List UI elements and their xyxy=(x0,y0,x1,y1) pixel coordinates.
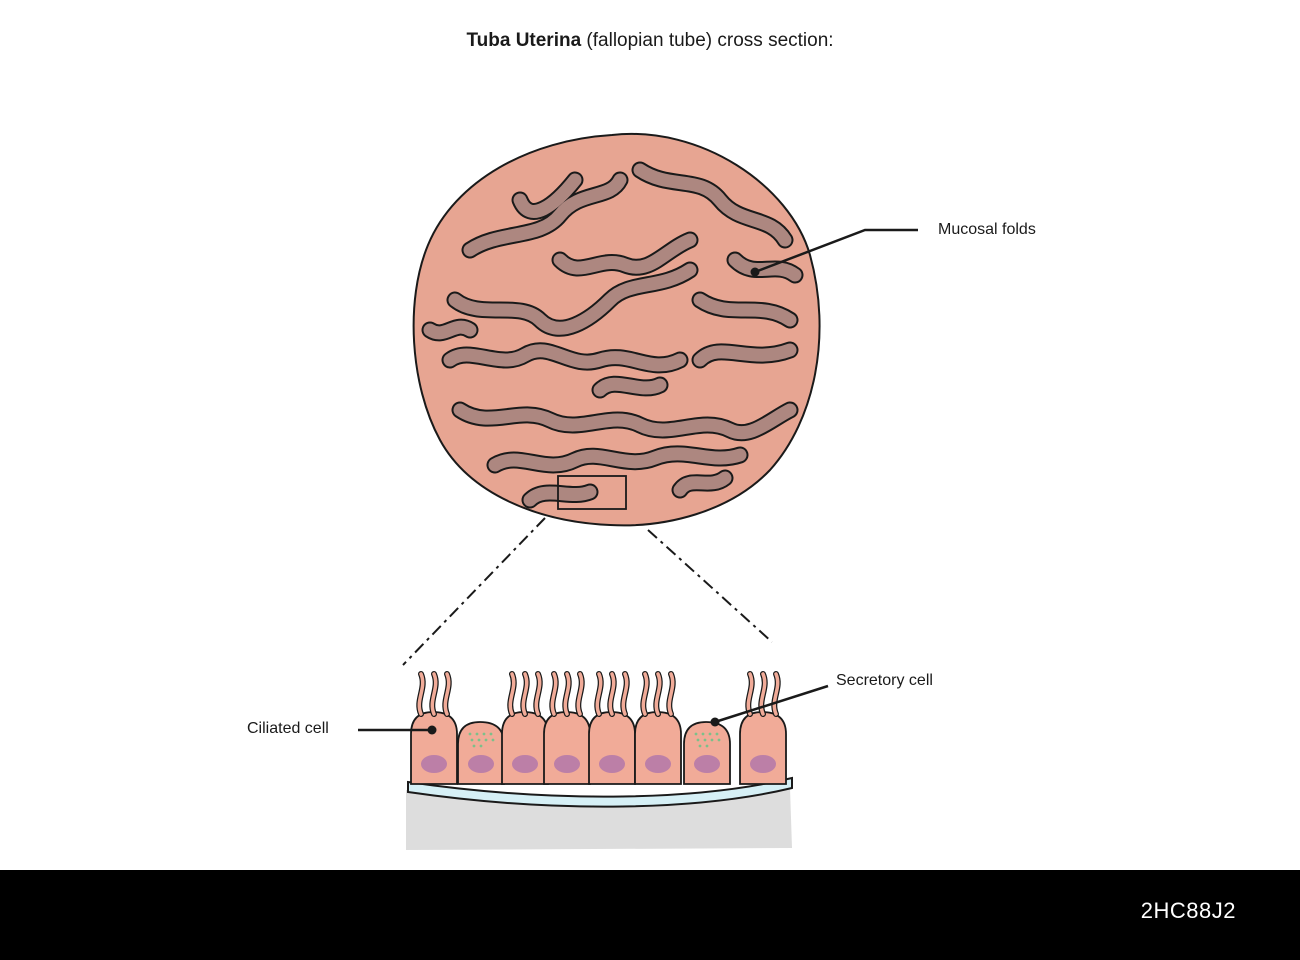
label-ciliated-cell: Ciliated cell xyxy=(247,720,329,737)
footer-image-id: 2HC88J2 xyxy=(1140,898,1236,923)
tube-cross-section xyxy=(412,132,821,527)
title-bold: Tuba Uterina xyxy=(466,30,582,51)
footer-bar: 2HC88J2 xyxy=(0,870,1300,960)
label-secretory-cell: Secretory cell xyxy=(836,672,933,689)
basement-membrane xyxy=(407,776,793,808)
ciliated-cell-leader xyxy=(358,725,437,735)
zoom-line-left xyxy=(402,517,546,666)
mucosal-lumen xyxy=(421,161,804,509)
zoom-line-right xyxy=(647,529,773,643)
diagram-title: Tuba Uterina (fallopian tube) cross sect… xyxy=(0,30,1300,52)
secretory-cell-leader xyxy=(710,684,829,727)
label-mucosal-folds: Mucosal folds xyxy=(938,221,1036,238)
mucosal-folds-leader xyxy=(750,228,918,277)
title-rest: (fallopian tube) cross section: xyxy=(581,30,834,51)
epithelium-section xyxy=(406,671,793,850)
zoom-box xyxy=(557,475,627,510)
epithelial-cells xyxy=(410,671,787,785)
